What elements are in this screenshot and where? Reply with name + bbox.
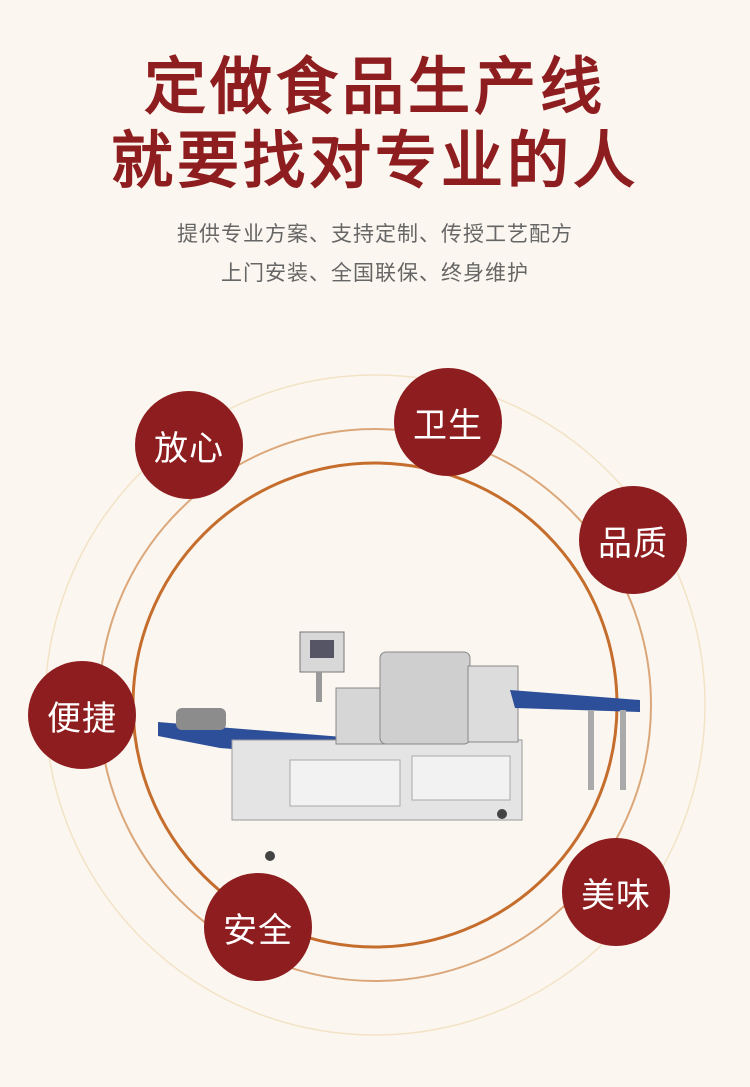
feature-convenience: 便捷 [28,661,136,769]
subtitle-line-2: 上门安装、全国联保、终身维护 [221,261,529,285]
feature-quality: 品质 [579,486,687,594]
feature-reassuring: 放心 [135,391,243,499]
subtitle-line-1: 提供专业方案、支持定制、传授工艺配方 [177,222,573,246]
food-machine-image [158,631,640,861]
feature-hygiene: 卫生 [394,368,502,476]
headline-line-1: 定做食品生产线 [143,50,606,123]
headline-line-2: 就要找对专业的人 [110,124,639,197]
feature-safety: 安全 [204,873,312,981]
feature-taste: 美味 [562,838,670,946]
